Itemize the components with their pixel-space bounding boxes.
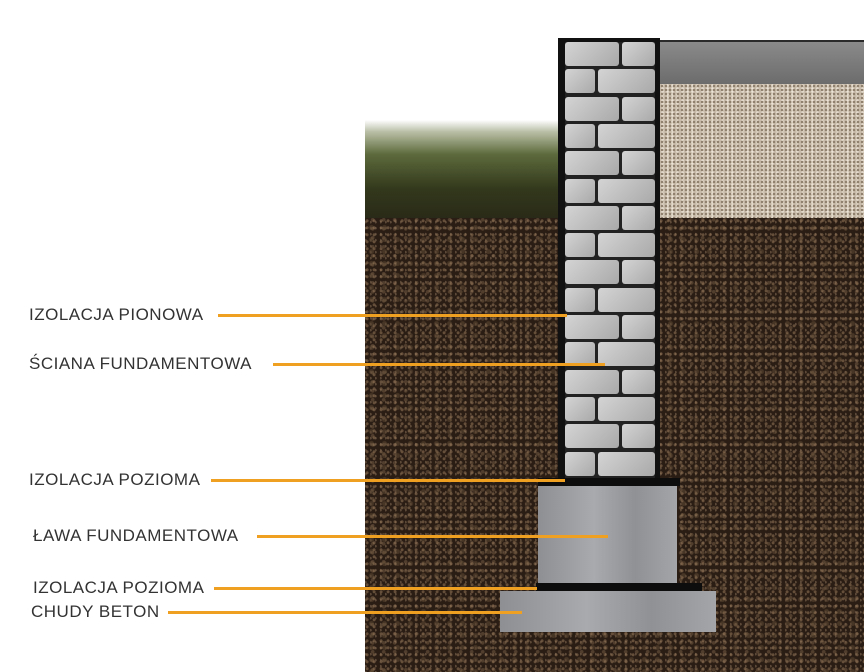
foundation-wall	[565, 42, 655, 478]
brick	[565, 69, 595, 94]
brick	[565, 178, 595, 203]
brick	[622, 96, 655, 121]
grass-surface	[365, 120, 558, 218]
brick	[565, 42, 619, 66]
brick	[565, 287, 595, 312]
label-horizontal-insulation-lower: IZOLACJA POZIOMA	[33, 578, 205, 597]
brick	[598, 233, 655, 258]
leader-line	[211, 479, 565, 482]
brick	[598, 342, 655, 367]
leader-line	[273, 363, 605, 366]
brick	[565, 315, 619, 339]
brick	[598, 396, 655, 421]
label-footing: ŁAWA FUNDAMENTOWA	[33, 526, 239, 545]
brick	[565, 151, 619, 176]
brick	[622, 315, 655, 339]
label-foundation-wall: ŚCIANA FUNDAMENTOWA	[29, 354, 252, 373]
brick	[565, 369, 619, 394]
label-horizontal-insulation-upper: IZOLACJA POZIOMA	[29, 470, 201, 489]
foundation-footing	[538, 486, 677, 583]
leader-line	[218, 314, 567, 317]
brick	[622, 205, 655, 230]
brick	[565, 233, 595, 258]
floor-slab	[660, 40, 864, 86]
brick	[622, 42, 655, 66]
brick	[565, 205, 619, 230]
brick	[598, 69, 655, 94]
leader-line	[214, 587, 537, 590]
gravel-fill	[660, 84, 864, 218]
horizontal-insulation-upper	[538, 478, 680, 486]
brick	[598, 178, 655, 203]
lean-concrete	[500, 591, 716, 632]
label-lean-concrete: CHUDY BETON	[31, 602, 160, 621]
brick	[565, 396, 595, 421]
brick	[622, 151, 655, 176]
label-vertical-insulation: IZOLACJA PIONOWA	[29, 305, 204, 324]
brick	[598, 123, 655, 148]
brick	[565, 451, 595, 476]
brick	[565, 342, 595, 367]
brick	[622, 260, 655, 285]
brick	[565, 123, 595, 148]
brick	[598, 287, 655, 312]
brick	[598, 451, 655, 476]
brick	[622, 424, 655, 449]
leader-line	[257, 535, 608, 538]
horizontal-insulation-lower	[536, 583, 702, 591]
brick	[565, 424, 619, 449]
leader-line	[168, 611, 522, 614]
brick	[622, 369, 655, 394]
brick	[565, 260, 619, 285]
brick	[565, 96, 619, 121]
